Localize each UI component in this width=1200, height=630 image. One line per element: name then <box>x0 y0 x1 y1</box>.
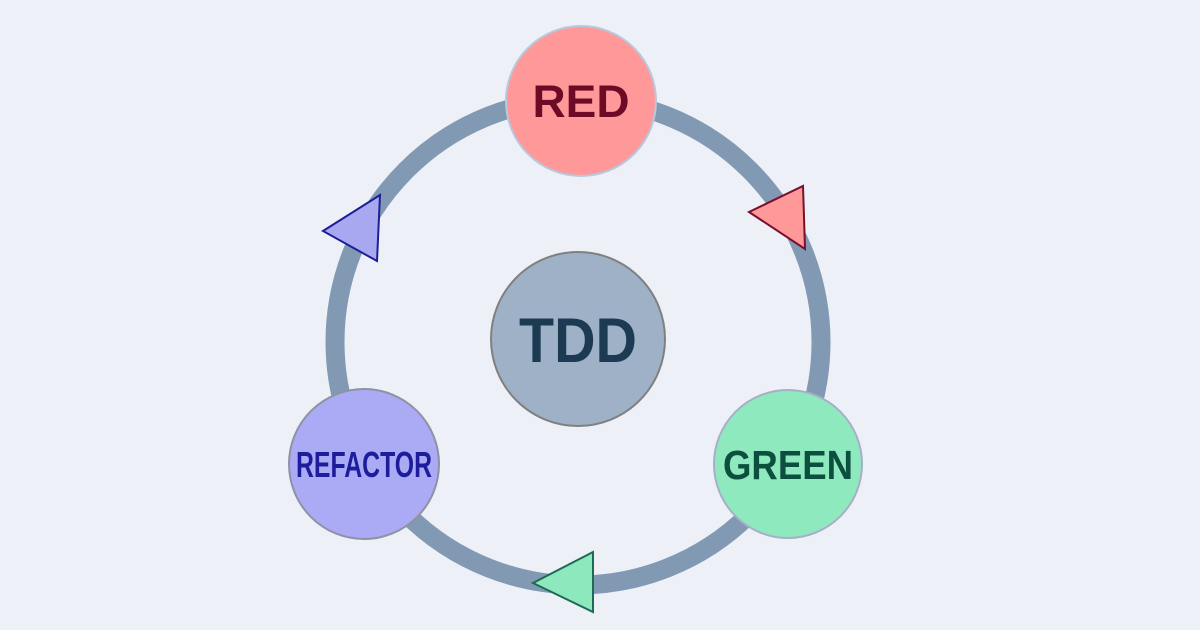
node-red: RED <box>505 25 657 177</box>
node-green-label: GREEN <box>723 442 853 488</box>
cycle-arrow-icon-upper-right <box>746 184 807 251</box>
node-refactor: REFACTOR <box>288 388 440 540</box>
node-green: GREEN <box>713 389 863 539</box>
cycle-arrow-icon-bottom <box>530 550 594 614</box>
node-center-label: TDD <box>519 306 637 376</box>
node-refactor-label: REFACTOR <box>296 444 432 485</box>
node-red-label: RED <box>533 76 630 127</box>
node-center-circle <box>490 251 666 427</box>
cycle-arrow-icon-upper-left <box>321 193 382 263</box>
node-refactor-circle <box>288 388 440 540</box>
node-green-circle <box>713 389 863 539</box>
node-center-tdd: TDD <box>490 251 666 427</box>
node-red-circle <box>505 25 657 177</box>
